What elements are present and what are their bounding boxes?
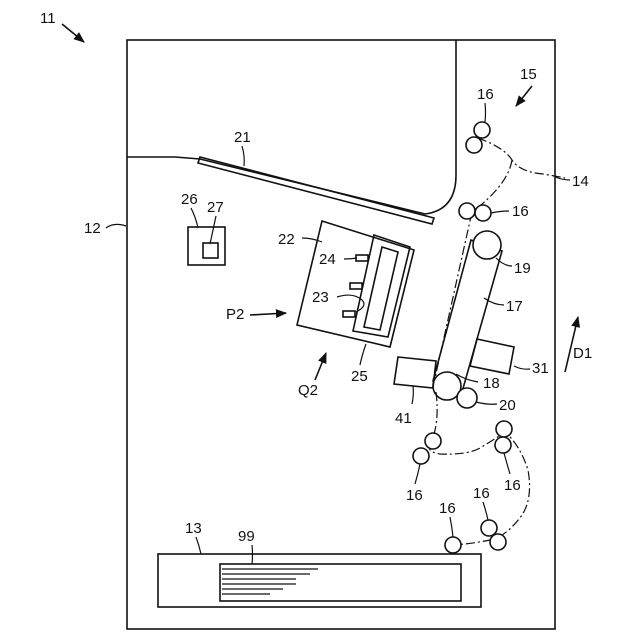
roller-16-e1 bbox=[481, 520, 497, 536]
leader-21 bbox=[242, 146, 244, 166]
label-16-b: 16 bbox=[512, 203, 529, 220]
cassette-13 bbox=[158, 554, 481, 607]
label-27: 27 bbox=[207, 199, 224, 216]
leader-16-d bbox=[504, 453, 510, 474]
roller-16-d1 bbox=[496, 421, 512, 437]
roller-16-d2 bbox=[495, 437, 511, 453]
label-15: 15 bbox=[520, 66, 537, 83]
arrow-q2 bbox=[315, 353, 326, 380]
label-16-c: 16 bbox=[406, 487, 423, 504]
label-p2: P2 bbox=[226, 306, 244, 323]
roller-16-e2 bbox=[490, 534, 506, 550]
roller-19 bbox=[473, 231, 501, 259]
unit-41 bbox=[394, 357, 436, 388]
nozzle-b bbox=[343, 311, 355, 317]
label-16-f: 16 bbox=[439, 500, 456, 517]
leader-31 bbox=[514, 366, 530, 369]
label-q2: Q2 bbox=[298, 382, 318, 399]
leader-12 bbox=[106, 224, 126, 228]
label-17: 17 bbox=[506, 298, 523, 315]
label-11: 11 bbox=[40, 10, 56, 27]
box-26 bbox=[188, 227, 225, 265]
label-19: 19 bbox=[514, 260, 531, 277]
label-20: 20 bbox=[499, 397, 516, 414]
roller-16-c1 bbox=[425, 433, 441, 449]
path-14 bbox=[478, 138, 565, 178]
roller-16-b2 bbox=[475, 205, 491, 221]
unit-31 bbox=[470, 339, 514, 374]
nozzle-24 bbox=[356, 255, 368, 261]
label-14: 14 bbox=[572, 173, 589, 190]
leader-16-c bbox=[415, 464, 420, 484]
roller-16-a1 bbox=[474, 122, 490, 138]
sheet-text-lines bbox=[222, 569, 318, 594]
label-41: 41 bbox=[395, 410, 412, 427]
arrow-11 bbox=[62, 24, 84, 42]
roller-16-f bbox=[445, 537, 461, 553]
path-14b bbox=[435, 160, 512, 378]
leader-25 bbox=[360, 344, 366, 365]
label-16-e: 16 bbox=[473, 485, 490, 502]
arrow-15 bbox=[516, 86, 532, 106]
leader-13 bbox=[196, 537, 201, 554]
leader-27 bbox=[210, 216, 216, 244]
leader-16-a bbox=[485, 103, 486, 122]
nozzle-a bbox=[350, 283, 362, 289]
leader-16-e bbox=[483, 502, 488, 520]
label-31: 31 bbox=[532, 360, 549, 377]
arrow-p2 bbox=[250, 313, 286, 315]
leader-22 bbox=[302, 238, 322, 242]
label-16-a: 16 bbox=[477, 86, 494, 103]
leader-16-b bbox=[491, 211, 509, 213]
leader-24 bbox=[344, 258, 357, 259]
label-26: 26 bbox=[181, 191, 198, 208]
label-24: 24 bbox=[319, 251, 336, 268]
label-23: 23 bbox=[312, 289, 329, 306]
leader-16-f bbox=[450, 517, 453, 537]
roller-20 bbox=[457, 388, 477, 408]
box-27 bbox=[203, 243, 218, 258]
label-18: 18 bbox=[483, 375, 500, 392]
leader-99 bbox=[252, 545, 253, 564]
roller-16-c2 bbox=[413, 448, 429, 464]
label-12: 12 bbox=[84, 220, 101, 237]
label-16-d: 16 bbox=[504, 477, 521, 494]
label-21: 21 bbox=[234, 129, 251, 146]
leader-20 bbox=[476, 402, 497, 404]
label-22: 22 bbox=[278, 231, 295, 248]
path-lower bbox=[429, 392, 529, 545]
belt-17 bbox=[433, 240, 502, 392]
label-d1: D1 bbox=[573, 345, 592, 362]
roller-16-b1 bbox=[459, 203, 475, 219]
label-25: 25 bbox=[351, 368, 368, 385]
leader-14 bbox=[555, 177, 570, 180]
leader-26 bbox=[191, 208, 198, 228]
leader-41 bbox=[412, 386, 413, 404]
label-99: 99 bbox=[238, 528, 255, 545]
roller-16-a2 bbox=[466, 137, 482, 153]
label-13: 13 bbox=[185, 520, 202, 537]
